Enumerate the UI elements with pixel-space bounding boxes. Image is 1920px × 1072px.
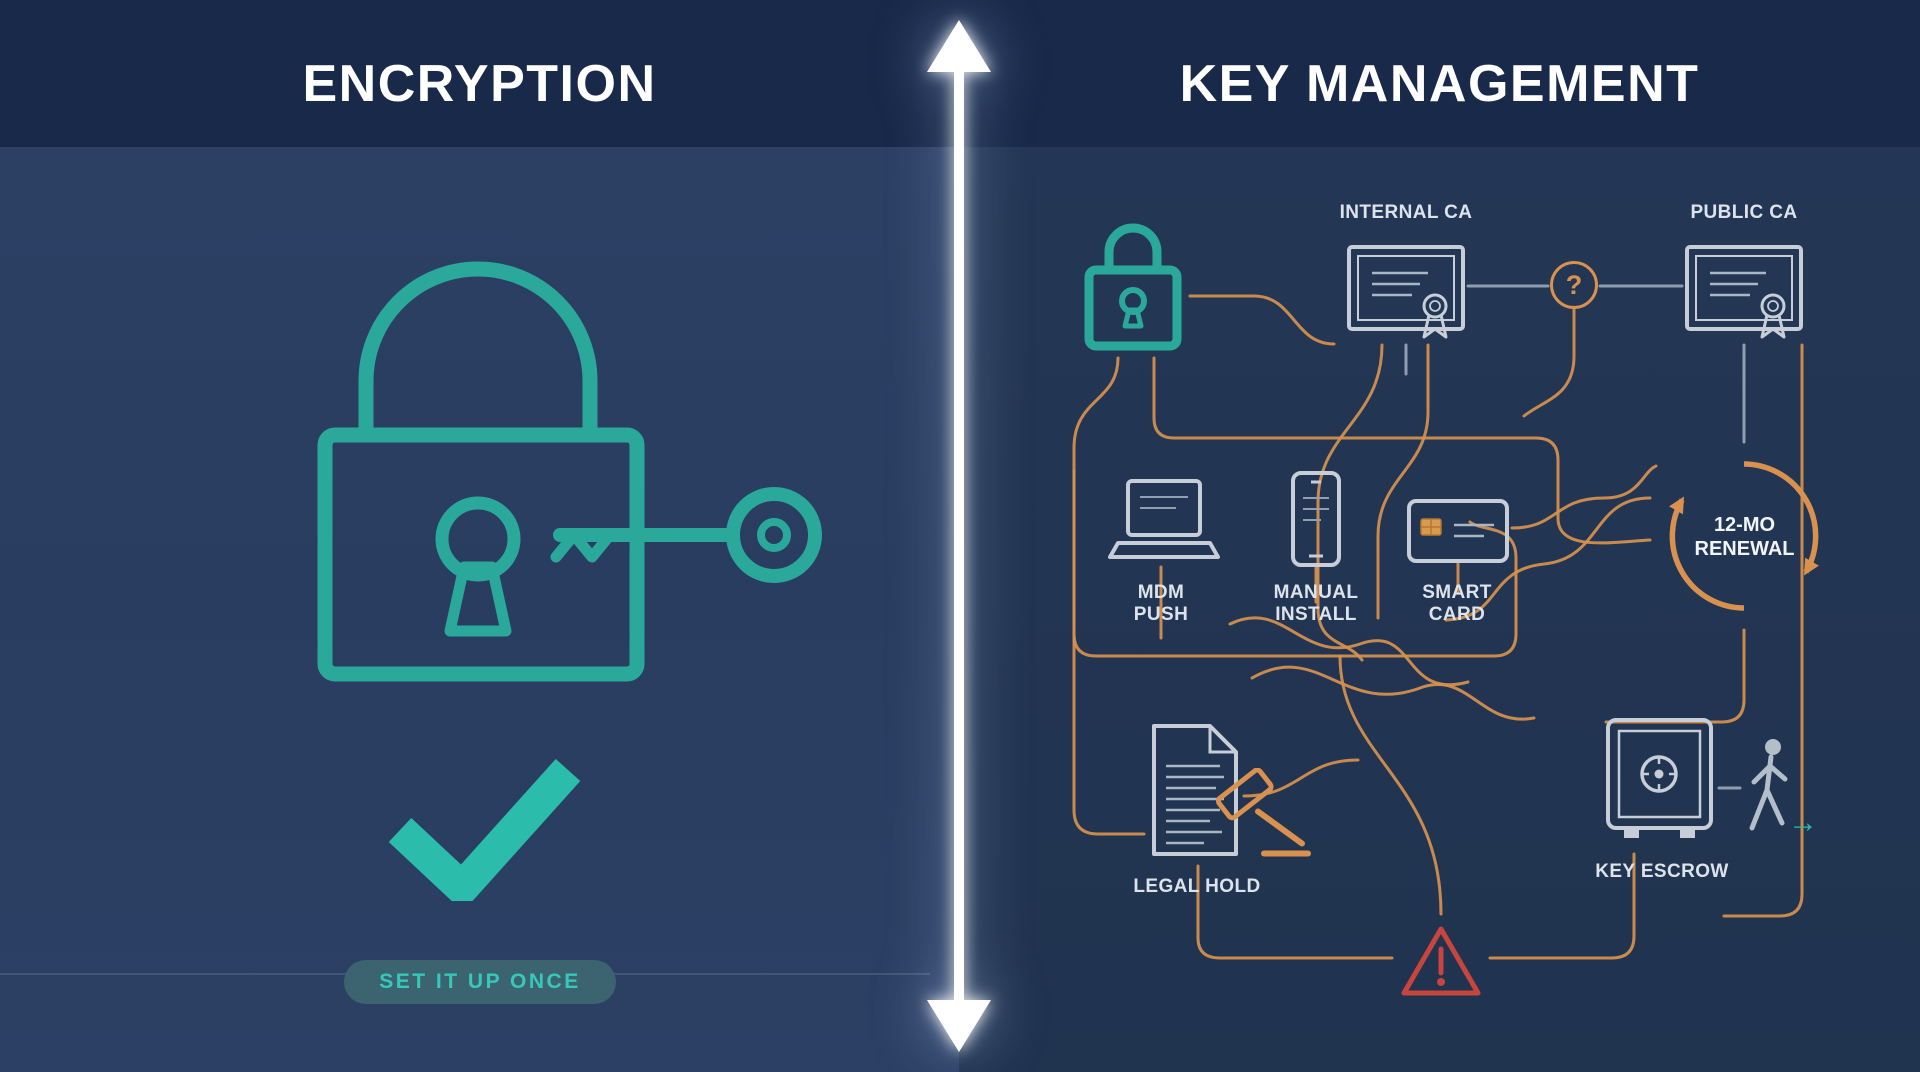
public-ca-label: PUBLIC CA [1690,202,1798,223]
manual-install-label: MANUAL INSTALL [1273,582,1359,626]
renewal-label: 12-MO RENEWAL [1694,513,1795,560]
renewal-cycle-icon [1669,461,1819,611]
header-band: ENCRYPTION KEY MANAGEMENT [0,0,1920,147]
phone-icon [1291,471,1341,567]
question-icon: ? [1550,261,1598,309]
certificate-icon [1685,245,1803,339]
smart-card-label: SMART CARD [1422,582,1492,626]
lock-icon [1084,223,1182,351]
divider-arrow-icon [927,20,991,1052]
mdm-push-label: MDM PUSH [1133,582,1189,626]
renewal-cycle: 12-MO RENEWAL [1652,444,1837,629]
safe-icon [1606,718,1713,838]
question-glyph: ? [1565,269,1583,300]
key-escrow-label: KEY ESCROW [1595,861,1729,882]
certificate-icon [1347,245,1465,339]
internal-ca-label: INTERNAL CA [1339,202,1473,223]
warning-icon [1401,926,1481,996]
encryption-panel [0,0,959,1072]
set-it-up-once-badge: SET IT UP ONCE [344,960,616,1004]
person-arrow-icon: → [1788,806,1818,839]
smart-card-icon [1407,499,1509,563]
document-icon [1152,724,1238,856]
walking-person-icon [1749,739,1788,831]
gavel-icon [1216,768,1311,857]
key-management-title: KEY MANAGEMENT [1179,55,1700,113]
encryption-title: ENCRYPTION [302,55,657,113]
laptop-icon [1108,479,1220,559]
padlock-key-icon [317,261,822,682]
checkmark-icon [388,758,581,901]
badge-label: SET IT UP ONCE [379,970,581,993]
legal-hold-label: LEGAL HOLD [1133,876,1261,897]
